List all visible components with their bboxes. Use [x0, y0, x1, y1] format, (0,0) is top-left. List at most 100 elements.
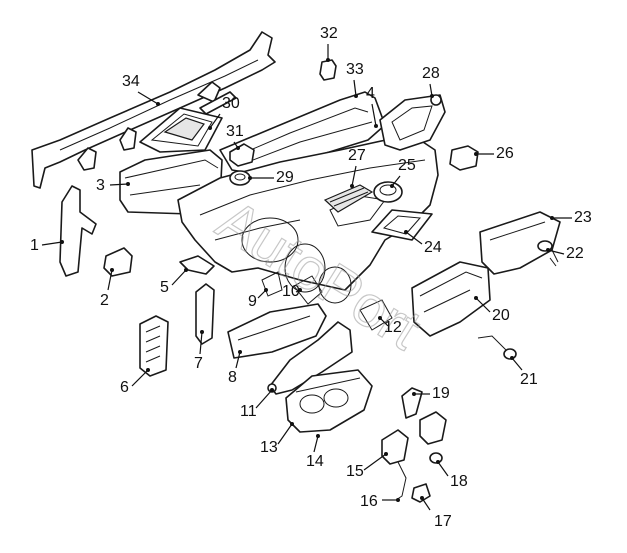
callout-number-19: 19: [432, 385, 450, 402]
callout-dot-25: [390, 184, 394, 188]
callout-number-32: 32: [320, 25, 338, 42]
callout-number-31: 31: [226, 123, 244, 140]
callout-number-18: 18: [450, 473, 468, 490]
callout-number-27: 27: [348, 147, 366, 164]
callout-leader-24: [405, 231, 423, 245]
callout-15: 15: [346, 452, 388, 480]
part-6-switch-panel: [139, 315, 169, 377]
part-17-clip: [411, 483, 431, 503]
callout-dot-7: [200, 330, 204, 334]
part-12-vent-ring: [359, 299, 393, 331]
callout-13: 13: [260, 422, 294, 456]
callout-19: 19: [412, 385, 450, 402]
callout-20: 20: [474, 296, 510, 324]
part-8-lower-panel: [227, 303, 327, 359]
callout-number-7: 7: [194, 355, 203, 372]
part-2-clip: [103, 247, 133, 277]
callout-dot-17: [420, 496, 424, 500]
callout-leader-7: [199, 331, 203, 355]
callout-leader-28: [429, 83, 433, 97]
callout-dot-2: [110, 268, 114, 272]
callout-dot-4: [374, 124, 378, 128]
callout-dot-20: [474, 296, 478, 300]
callout-14: 14: [306, 434, 324, 470]
callout-leader-25: [391, 175, 401, 187]
callout-leader-20: [475, 297, 491, 313]
callout-4: 4: [366, 85, 378, 128]
part-21-lamp: [477, 335, 517, 360]
callout-2: 2: [100, 268, 114, 309]
callout-number-14: 14: [306, 453, 324, 470]
callout-dot-11: [270, 388, 274, 392]
callout-number-9: 9: [248, 293, 257, 310]
callout-29: 29: [248, 169, 294, 186]
callout-number-28: 28: [422, 65, 440, 82]
callout-dot-28: [430, 94, 434, 98]
part-23-glovebox-lid: [479, 211, 561, 275]
part-19-bracket: [401, 387, 423, 419]
callout-number-11: 11: [240, 403, 257, 420]
callout-dot-33: [354, 94, 358, 98]
callout-leader-27: [351, 165, 357, 187]
part-18-bracket: [419, 411, 447, 464]
part-20-glovebox-bin: [411, 261, 491, 337]
callout-dot-6: [146, 368, 150, 372]
callout-layer: 1234567891011121314151617181920212223242…: [30, 25, 592, 530]
callout-number-25: 25: [398, 157, 416, 174]
callout-dot-10: [298, 288, 302, 292]
callout-22: 22: [546, 245, 584, 262]
callout-dot-16: [396, 498, 400, 502]
callout-dot-21: [510, 356, 514, 360]
callout-leader-22: [547, 249, 565, 255]
callout-32: 32: [320, 25, 338, 62]
callout-number-3: 3: [96, 177, 105, 194]
callout-leader-17: [421, 497, 431, 511]
callout-dot-23: [550, 216, 554, 220]
callout-leader-13: [277, 423, 293, 445]
callout-33: 33: [346, 61, 364, 98]
callout-dot-31: [236, 146, 240, 150]
callout-dot-14: [316, 434, 320, 438]
callout-number-8: 8: [228, 369, 237, 386]
callout-leader-1: [41, 241, 63, 246]
callout-number-26: 26: [496, 145, 514, 162]
callout-number-30: 30: [222, 95, 240, 112]
callout-number-15: 15: [346, 463, 364, 480]
callout-23: 23: [550, 209, 592, 226]
callout-30: 30: [208, 95, 240, 130]
callout-number-20: 20: [492, 307, 510, 324]
callout-27: 27: [348, 147, 366, 188]
callout-number-23: 23: [574, 209, 592, 226]
callout-number-22: 22: [566, 245, 584, 262]
callout-dot-32: [326, 58, 330, 62]
callout-7: 7: [194, 330, 204, 372]
part-25-knob: [373, 181, 403, 203]
part-31-switch: [229, 143, 255, 167]
callout-18: 18: [436, 460, 468, 490]
callout-dot-24: [404, 230, 408, 234]
callout-number-1: 1: [30, 237, 39, 254]
callout-dot-13: [290, 422, 294, 426]
callout-leader-11: [255, 389, 273, 409]
callout-dot-12: [378, 316, 382, 320]
callout-26: 26: [474, 145, 514, 162]
callout-leader-21: [511, 357, 523, 371]
callout-25: 25: [390, 157, 416, 188]
callout-number-6: 6: [120, 379, 129, 396]
callout-24: 24: [404, 230, 442, 256]
callout-number-21: 21: [520, 371, 538, 388]
part-28-side-vent: [379, 94, 446, 151]
callout-dot-26: [474, 152, 478, 156]
callout-28: 28: [422, 65, 440, 98]
part-27-center-vent: [323, 184, 374, 213]
callout-leader-14: [313, 435, 319, 453]
callout-number-16: 16: [360, 493, 378, 510]
callout-leader-5: [171, 269, 187, 286]
callout-number-13: 13: [260, 439, 278, 456]
part-24-tray: [371, 209, 433, 241]
callout-12: 12: [378, 316, 402, 336]
callout-leader-15: [363, 453, 387, 471]
callout-dot-1: [60, 240, 64, 244]
callout-dot-27: [350, 184, 354, 188]
